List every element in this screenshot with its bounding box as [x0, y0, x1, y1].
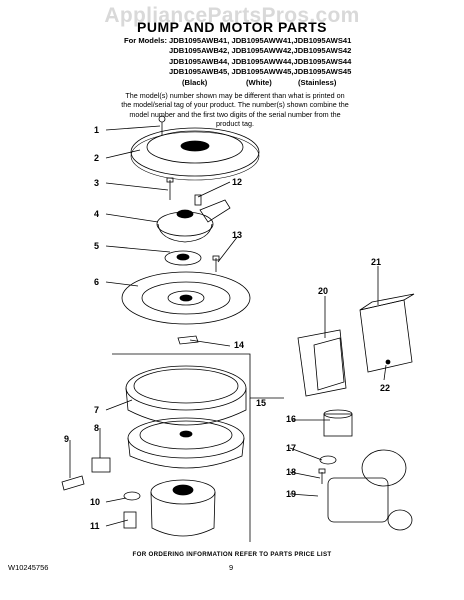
model-row: JDB1095AWB44, JDB1095AWW44,JDB1095AWS44: [169, 56, 352, 66]
callout-20: 20: [318, 286, 329, 296]
callout-9: 9: [64, 434, 70, 444]
model-note: The model(s) number shown may be differe…: [121, 91, 349, 129]
callout-8: 8: [94, 423, 100, 433]
callout-15: 15: [256, 398, 267, 408]
callout-17: 17: [286, 443, 297, 453]
callout-21: 21: [371, 257, 382, 267]
page-title: PUMP AND MOTOR PARTS: [137, 19, 327, 35]
callout-1: 1: [94, 125, 100, 135]
callout-10: 10: [90, 497, 101, 507]
color-white: (White): [246, 78, 272, 87]
ordering-info: FOR ORDERING INFORMATION REFER TO PARTS …: [132, 551, 332, 558]
color-black: (Black): [182, 78, 208, 87]
callout-14: 14: [234, 340, 245, 350]
callout-2: 2: [94, 153, 100, 163]
model-row: JDB1095AWB42, JDB1095AWW42,JDB1095AWS42: [169, 46, 352, 56]
callout-5: 5: [94, 241, 100, 251]
page-number: 9: [229, 563, 234, 572]
document-code: W10245756: [8, 563, 49, 572]
callout-11: 11: [90, 521, 100, 531]
models-label: For Models:: [124, 36, 168, 45]
callout-12: 12: [232, 177, 243, 187]
callout-22: 22: [380, 383, 391, 393]
model-row: JDB1095AWB45, JDB1095AWW45,JDB1095AWS45: [169, 66, 352, 76]
callout-18: 18: [286, 467, 297, 477]
callout-4: 4: [94, 209, 100, 219]
model-list: For Models:JDB1095AWB41, JDB1095AWW41,JD…: [124, 36, 351, 77]
callout-6: 6: [94, 277, 100, 287]
watermark: AppliancePartsPros.com: [104, 4, 360, 27]
callout-3: 3: [94, 178, 100, 188]
callout-16: 16: [286, 414, 297, 424]
callout-7: 7: [94, 405, 100, 415]
callout-13: 13: [232, 230, 243, 240]
model-row: JDB1095AWB41, JDB1095AWW41,JDB1095AWS41: [169, 36, 352, 45]
color-stainless: (Stainless): [298, 78, 337, 87]
callout-19: 19: [286, 489, 297, 499]
